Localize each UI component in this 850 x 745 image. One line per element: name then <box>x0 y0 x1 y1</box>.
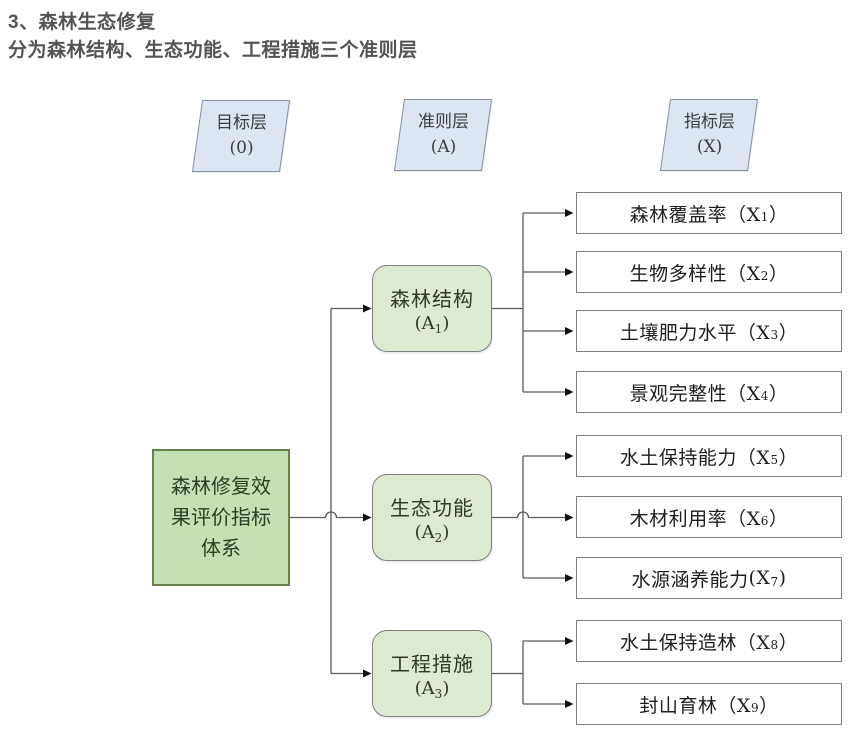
criteria-a1-name: 森林结构 <box>390 287 474 311</box>
criteria-a3-code: (A3) <box>414 678 450 701</box>
layer-goal-code: (0) <box>228 138 254 158</box>
layer-criteria-name: 准则层 <box>417 112 469 133</box>
criteria-a1-code: (A1) <box>414 313 450 336</box>
connector-root-to-a2 <box>290 511 372 522</box>
layer-parallelogram-indicator: 指标层 (X) <box>659 99 759 171</box>
layer-criteria-code: (A) <box>430 137 456 157</box>
layer-parallelogram-criteria: 准则层 (A) <box>393 99 493 171</box>
criteria-a2-name: 生态功能 <box>390 496 474 520</box>
layer-parallelogram-goal: 目标层 (0) <box>191 100 291 172</box>
page-subtitle: 分为森林结构、生态功能、工程措施三个准则层 <box>8 40 418 61</box>
goal-node: 森林修复效果评价指标体系 <box>152 449 290 586</box>
goal-node-label: 森林修复效果评价指标体系 <box>171 474 271 560</box>
criteria-node-a2: 生态功能 (A2) <box>372 474 492 561</box>
criteria-node-a3: 工程措施 (A3) <box>372 630 492 717</box>
criteria-a2-code: (A2) <box>414 522 450 545</box>
criteria-a3-name: 工程措施 <box>390 652 474 676</box>
layer-indicator-name: 指标层 <box>683 112 735 133</box>
layer-indicator-code: (X) <box>696 137 722 157</box>
layer-goal-name: 目标层 <box>215 113 267 134</box>
page-title: 3、森林生态修复 <box>8 12 156 33</box>
connector-a2-x6 <box>492 511 574 522</box>
criteria-node-a1: 森林结构 (A1) <box>372 265 492 352</box>
